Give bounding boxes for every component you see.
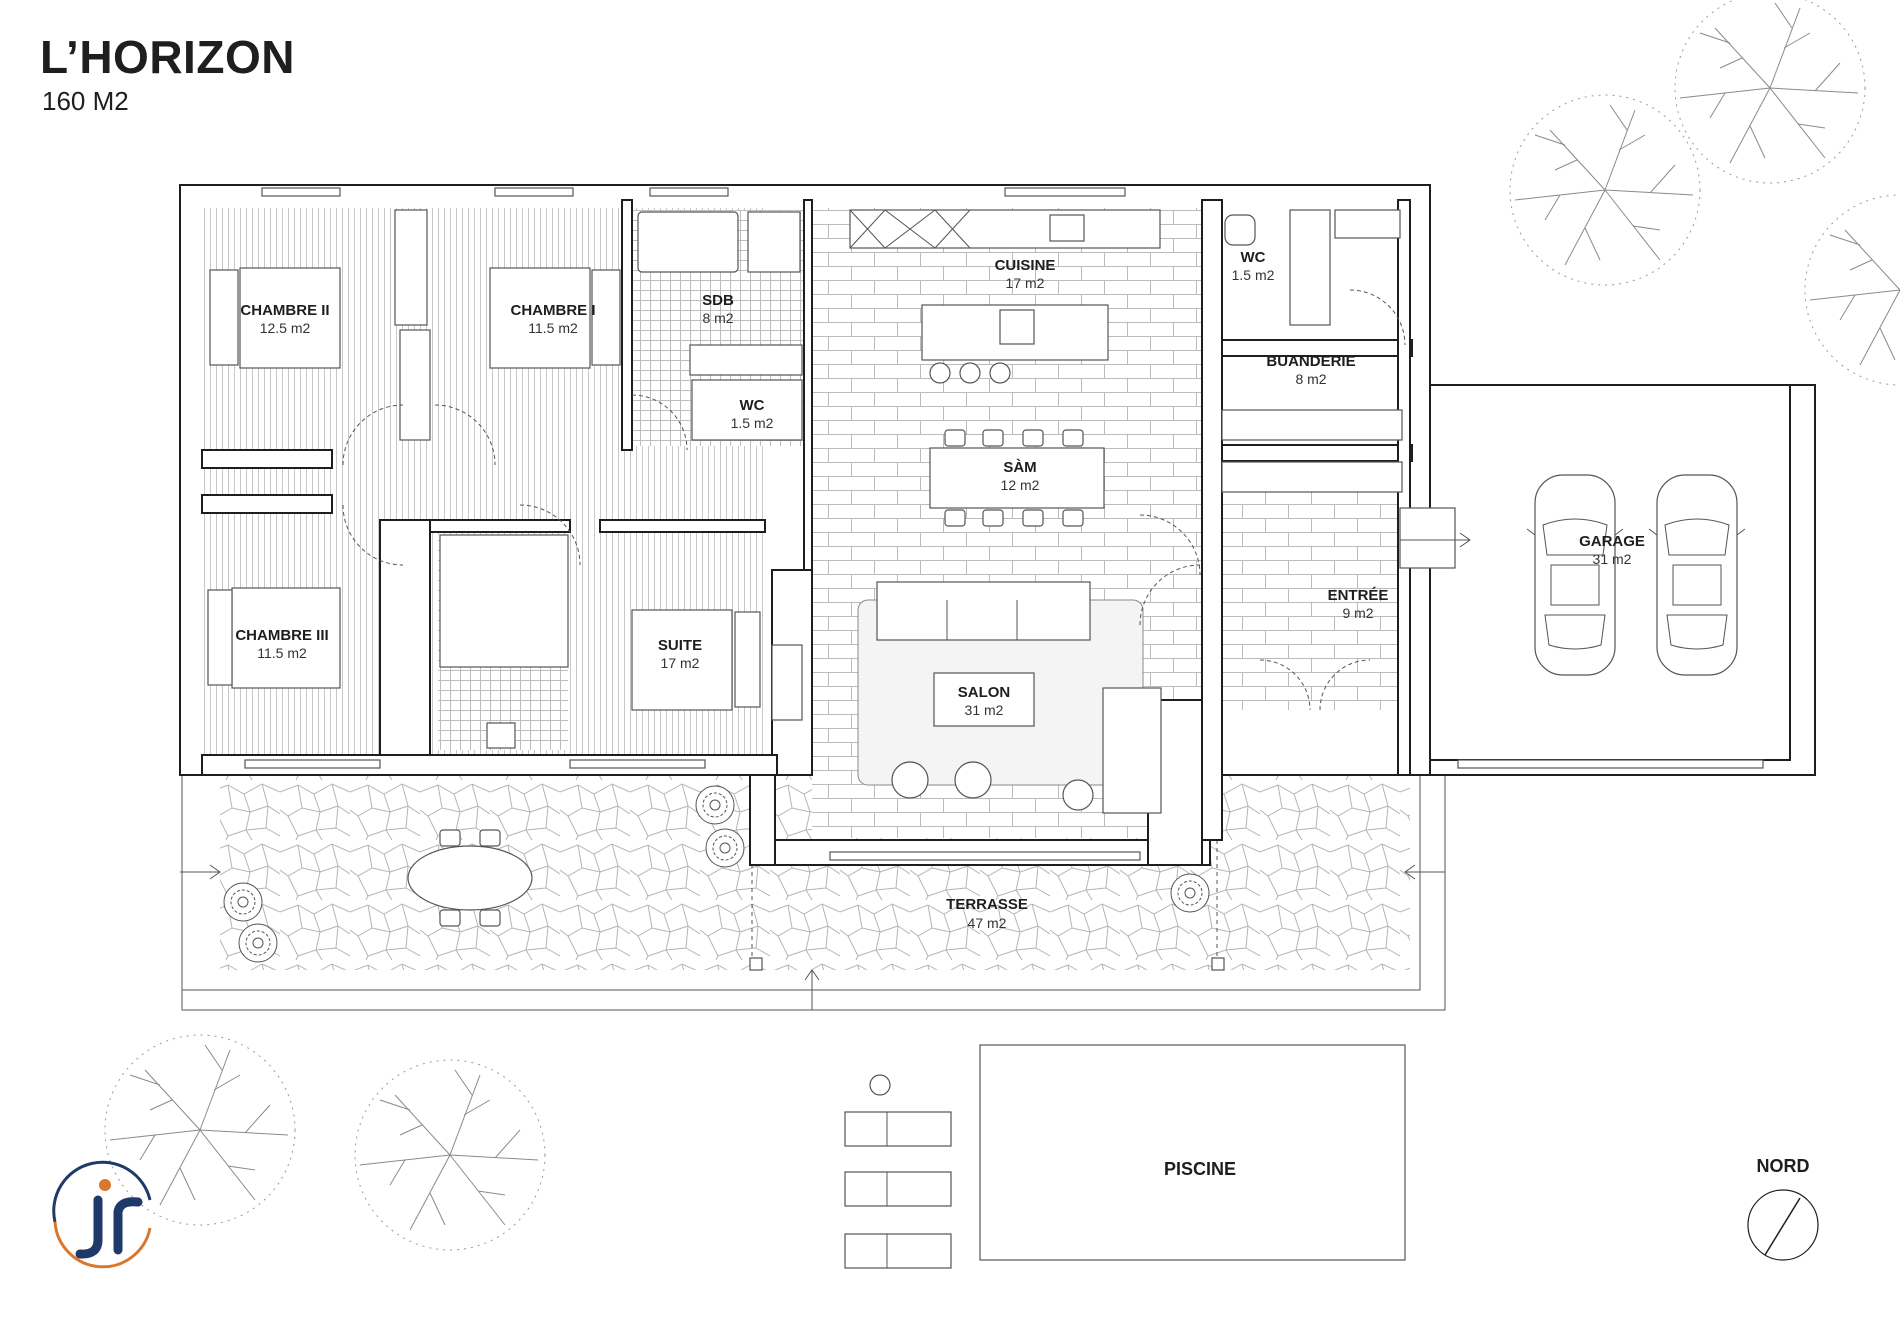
room-suite: SUITE 17 m2 — [658, 637, 702, 671]
plan-title: L’HORIZON — [40, 31, 295, 83]
pool-label: PISCINE — [1164, 1159, 1236, 1179]
room-name: CHAMBRE III — [235, 627, 328, 644]
room-area: 17 m2 — [1006, 275, 1045, 291]
room-area: 12.5 m2 — [260, 320, 311, 336]
plant-icon — [705, 828, 745, 868]
room-area: 1.5 m2 — [1232, 267, 1275, 283]
room-salon: SALON 31 m2 — [933, 672, 1035, 727]
room-area: 11.5 m2 — [257, 645, 307, 661]
room-name: SÀM — [1003, 459, 1036, 476]
north-label: NORD — [1757, 1156, 1810, 1176]
room-area: 17 m2 — [661, 655, 700, 671]
room-sdb: SDB 8 m2 — [702, 292, 734, 326]
room-area: 8 m2 — [1295, 371, 1326, 387]
room-wc-bath: WC 1.5 m2 — [731, 397, 774, 431]
room-chambre-i: CHAMBRE I 11.5 m2 — [511, 302, 596, 336]
room-chambre-ii: CHAMBRE II 12.5 m2 — [240, 302, 329, 336]
tree-icon — [1804, 194, 1900, 386]
room-name: SALON — [958, 684, 1011, 701]
room-buanderie: BUANDERIE 8 m2 — [1266, 353, 1355, 387]
pool — [979, 1044, 1406, 1261]
car-icon — [1526, 474, 1624, 676]
room-name: ENTRÉE — [1328, 587, 1389, 604]
sofa — [876, 581, 1091, 641]
plant-icon — [223, 882, 263, 922]
room-name: WC — [1241, 249, 1266, 266]
plan-total-area: 160 M2 — [42, 86, 129, 116]
room-sam: SÀM 12 m2 — [1001, 459, 1040, 493]
dining-table — [929, 447, 1105, 509]
plant-icon — [1170, 873, 1210, 913]
tree-icon — [354, 1059, 546, 1251]
room-entree: ENTRÉE 9 m2 — [1328, 587, 1389, 621]
room-name: GARAGE — [1579, 533, 1645, 550]
tree-icon — [104, 1034, 296, 1226]
room-chambre-iii: CHAMBRE III 11.5 m2 — [235, 627, 328, 661]
room-area: 9 m2 — [1342, 605, 1373, 621]
room-name: CUISINE — [995, 257, 1056, 274]
brand-logo — [52, 1160, 152, 1269]
room-name: SDB — [702, 292, 734, 309]
room-name: WC — [740, 397, 765, 414]
tree-icon — [1509, 94, 1701, 286]
room-wc: WC 1.5 m2 — [1232, 249, 1275, 283]
room-name: BUANDERIE — [1266, 353, 1355, 370]
room-name: CHAMBRE I — [511, 302, 596, 319]
tree-icon — [1674, 0, 1866, 184]
terrace-table — [407, 845, 533, 911]
room-area: 1.5 m2 — [731, 415, 774, 431]
room-area: 8 m2 — [702, 310, 733, 326]
room-cuisine: CUISINE 17 m2 — [995, 257, 1056, 291]
room-area: 11.5 m2 — [528, 320, 578, 336]
entrance-floor — [1222, 455, 1405, 710]
plant-icon — [238, 923, 278, 963]
room-name: SUITE — [658, 637, 702, 654]
room-area: 31 m2 — [965, 702, 1004, 718]
room-garage: GARAGE 31 m2 — [1579, 533, 1645, 567]
armchair-sofa — [1102, 687, 1162, 814]
room-area: 31 m2 — [1593, 551, 1632, 567]
room-area: 47 m2 — [968, 915, 1007, 931]
room-name: TERRASSE — [946, 896, 1028, 913]
room-terrasse: TERRASSE 47 m2 — [946, 896, 1028, 931]
plant-icon — [695, 785, 735, 825]
room-area: 12 m2 — [1001, 477, 1040, 493]
room-name: CHAMBRE II — [240, 302, 329, 319]
car-icon — [1648, 474, 1746, 676]
